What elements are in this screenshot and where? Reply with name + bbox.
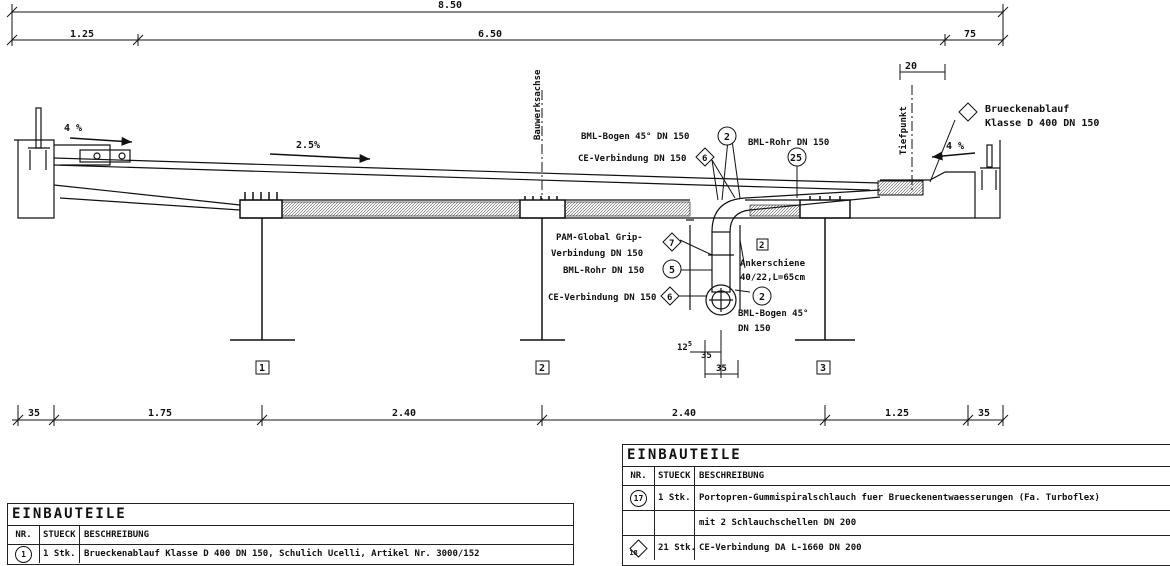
einbauteile-table-left: EINBAUTEILE NR. STUECK BESCHREIBUNG 1 1 … [7, 503, 574, 565]
slope-middle: 2.5% [296, 140, 320, 151]
header-nr: NR. [8, 526, 40, 544]
girder-label-2: 2 [539, 363, 545, 374]
header-stueck: STUECK [655, 467, 695, 485]
dim-top-1: 1.25 [70, 29, 94, 40]
dim-top-2: 6.50 [478, 29, 502, 40]
part-number-circle: 1 [15, 545, 32, 563]
dim-pipe-width-b: 35 [716, 364, 727, 374]
callout-bml-bogen-bottom-2: DN 150 [738, 324, 771, 334]
slope-arrows [69, 136, 976, 163]
table-row: 1 1 Stk. Brueckenablauf Klasse D 400 DN … [8, 545, 573, 563]
bridge-cross-section-drawing: 8.50 1.25 6.50 75 20 [6, 0, 1099, 426]
diamond-marker-brueckenablauf [958, 102, 978, 122]
right-railing [980, 144, 1000, 190]
dim-pipe-offset: 125 [677, 340, 692, 353]
dim-pipe-width-a: 35 [701, 351, 712, 361]
einbauteile-table-right: EINBAUTEILE NR. STUECK BESCHREIBUNG 17 1… [622, 444, 1170, 566]
header-beschreibung: BESCHREIBUNG [699, 471, 765, 481]
dim-small-top: 20 [905, 61, 917, 72]
girder-label-1: 1 [259, 363, 265, 374]
header-beschreibung: BESCHREIBUNG [84, 530, 150, 540]
girder-box-2 [535, 360, 550, 375]
deck-hatch-1 [281, 201, 521, 217]
row-beschreibung: Portopren-Gummispiralschlauch fuer Bruec… [699, 493, 1100, 503]
table-row: mit 2 Schlauchschellen DN 200 [623, 511, 1170, 536]
circle-marker-2-top [717, 126, 737, 146]
dim-bottom-3: 2.40 [392, 408, 416, 419]
diamond-marker-7 [662, 232, 682, 252]
dim-bottom-2: 1.75 [148, 408, 172, 419]
bottom-dimension-line [12, 405, 1009, 426]
callout-brueckenablauf-1: Brueckenablauf [985, 104, 1069, 115]
table-row: 18 21 Stk. CE-Verbindung DA L-1660 DN 20… [623, 536, 1170, 560]
girder-box-1 [255, 360, 270, 375]
callout-ce-verbindung-top: CE-Verbindung DN 150 [578, 153, 686, 164]
callout-bml-bogen-bottom-1: BML-Bogen 45° [738, 309, 808, 319]
callout-bml-rohr-top: BML-Rohr DN 150 [748, 138, 829, 148]
diamond-marker-6-top [695, 147, 715, 167]
marker-6-bottom-label: 6 [667, 293, 672, 303]
girders [230, 192, 855, 341]
callout-pam-2: Verbindung DN 150 [551, 248, 643, 259]
marker-25-label: 25 [790, 153, 802, 164]
left-railing [28, 107, 131, 170]
diamond-marker-6-bottom [660, 286, 680, 306]
marker-5-label: 5 [669, 265, 675, 276]
header-stueck: STUECK [40, 526, 80, 544]
circle-marker-2-bottom [752, 286, 772, 306]
part-number-circle: 17 [630, 489, 647, 507]
circle-marker-5 [662, 259, 682, 279]
marker-7-label: 7 [669, 239, 674, 249]
girder-label-3: 3 [820, 363, 826, 374]
row-stueck: 1 Stk. [40, 545, 80, 563]
row-beschreibung: mit 2 Schlauchschellen DN 200 [699, 518, 857, 528]
square-marker-2-label: 2 [759, 241, 764, 251]
marker-2-top-label: 2 [724, 132, 730, 143]
table-row: 17 1 Stk. Portopren-Gummispiralschlauch … [623, 486, 1170, 511]
girder-box-3 [816, 360, 831, 375]
table-title: EINBAUTEILE [8, 504, 573, 526]
circle-marker-25 [787, 147, 807, 167]
marker-6-top-label: 6 [702, 154, 707, 164]
slope-left: 4 % [64, 123, 82, 134]
row-stueck: 1 Stk. [655, 486, 695, 510]
slope-right: 4 % [946, 141, 964, 152]
tiefpunkt-label: Tiefpunkt [898, 106, 909, 155]
part-number-diamond: 18 [629, 538, 648, 558]
dim-bottom-1: 35 [28, 408, 40, 419]
bridge-deck [14, 139, 1001, 219]
callout-brueckenablauf-2: Klasse D 400 DN 150 [985, 118, 1099, 129]
bauwerksachse-label: Bauwerksachse [533, 69, 543, 140]
row-stueck [655, 511, 695, 535]
callout-ankerschiene-1: Ankerschiene [740, 258, 806, 269]
callout-bml-rohr-mid: BML-Rohr DN 150 [563, 266, 644, 276]
table-header-row: NR. STUECK BESCHREIBUNG [623, 467, 1170, 486]
dim-bottom-6: 35 [978, 408, 990, 419]
top-dimension-lines [6, 4, 1009, 80]
marker-2-bottom-label: 2 [759, 292, 765, 303]
callout-ankerschiene-2: 40/22,L=65cm [740, 273, 806, 283]
row-nr [623, 511, 655, 535]
pipe-dimensions [690, 330, 739, 378]
callout-pam-1: PAM-Global Grip- [556, 232, 643, 243]
drain-box [877, 180, 924, 196]
callout-bml-bogen-top: BML-Bogen 45° DN 150 [581, 132, 689, 142]
header-nr: NR. [623, 467, 655, 485]
deck-hatch-2 [564, 201, 691, 217]
table-title: EINBAUTEILE [623, 445, 1170, 467]
dim-bottom-4: 2.40 [672, 408, 696, 419]
row-beschreibung: CE-Verbindung DA L-1660 DN 200 [699, 543, 862, 553]
row-stueck: 21 Stk. [655, 536, 696, 560]
deck-hatch-3 [749, 204, 801, 217]
dim-overall: 8.50 [438, 0, 462, 11]
square-marker-2 [756, 238, 769, 251]
row-beschreibung: Brueckenablauf Klasse D 400 DN 150, Schu… [84, 549, 480, 559]
leader-lines [675, 119, 956, 297]
dim-top-3: 75 [964, 29, 976, 40]
table-header-row: NR. STUECK BESCHREIBUNG [8, 526, 573, 545]
callout-ce-verbindung-bottom: CE-Verbindung DN 150 [548, 292, 656, 303]
dim-bottom-5: 1.25 [885, 408, 909, 419]
